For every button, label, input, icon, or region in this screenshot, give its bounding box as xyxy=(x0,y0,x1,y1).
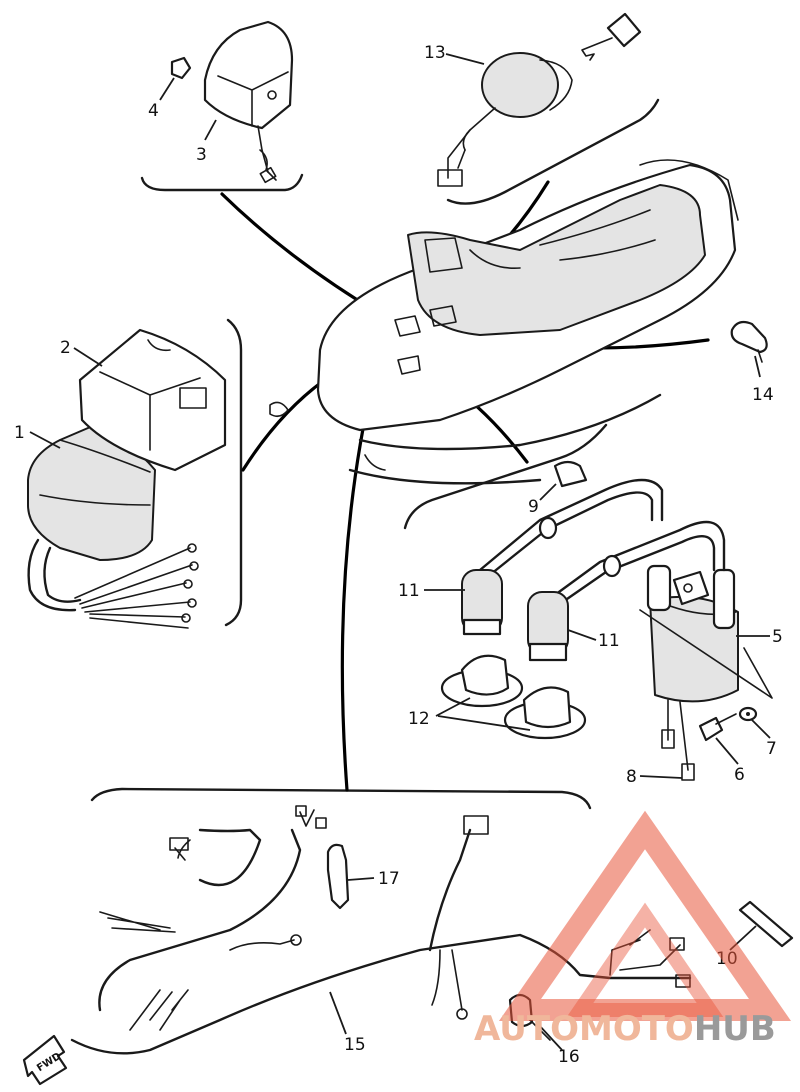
watermark-logo: AUTOMOTOHUB xyxy=(474,810,792,1049)
callout-leaders xyxy=(29,53,771,1051)
callout-17: 17 xyxy=(378,869,400,889)
watermark-moto: MOTO xyxy=(579,1009,694,1049)
part-6-bolt xyxy=(698,713,737,742)
part-14-clamp xyxy=(730,320,768,363)
part-11-plug-caps xyxy=(461,478,726,662)
part-7-washer xyxy=(738,706,758,722)
callout-6: 6 xyxy=(734,765,745,785)
callout-11-right: 11 xyxy=(598,631,620,651)
callout-5: 5 xyxy=(772,627,783,647)
callout-16: 16 xyxy=(558,1047,580,1067)
watermark-auto: AUTO xyxy=(474,1009,579,1049)
part-3-regulator xyxy=(203,20,294,184)
callout-4: 4 xyxy=(148,101,159,121)
part-12-boots xyxy=(440,654,587,740)
watermark-hub: HUB xyxy=(694,1009,776,1049)
part-13-main-switch xyxy=(437,12,642,187)
assembly-leader-lines xyxy=(639,609,773,699)
part-4-nut xyxy=(170,56,192,80)
callout-14: 14 xyxy=(752,385,774,405)
callout-12: 12 xyxy=(408,709,430,729)
part-9-clip xyxy=(553,460,588,488)
callout-15: 15 xyxy=(344,1035,366,1055)
watermark-text: AUTOMOTOHUB xyxy=(474,1009,776,1049)
fwd-direction-marker: FWD xyxy=(22,1034,68,1086)
callout-9: 9 xyxy=(528,497,539,517)
callout-1: 1 xyxy=(14,423,25,443)
callout-8: 8 xyxy=(626,767,637,787)
part-17-band-clamp xyxy=(326,843,350,910)
chassis-body xyxy=(269,159,739,485)
callout-3: 3 xyxy=(196,145,207,165)
part-1-cdi-unit xyxy=(27,424,199,629)
callout-13: 13 xyxy=(424,43,446,63)
callout-labels: 1 2 3 4 5 6 7 8 9 10 11 11 12 13 14 15 1… xyxy=(14,43,783,1067)
part-2-cdi-cover xyxy=(78,328,227,472)
callout-7: 7 xyxy=(766,739,777,759)
callout-2: 2 xyxy=(60,338,71,358)
group-brackets xyxy=(90,98,660,810)
callout-11-left: 11 xyxy=(398,581,420,601)
part-10-bolt xyxy=(738,900,794,948)
